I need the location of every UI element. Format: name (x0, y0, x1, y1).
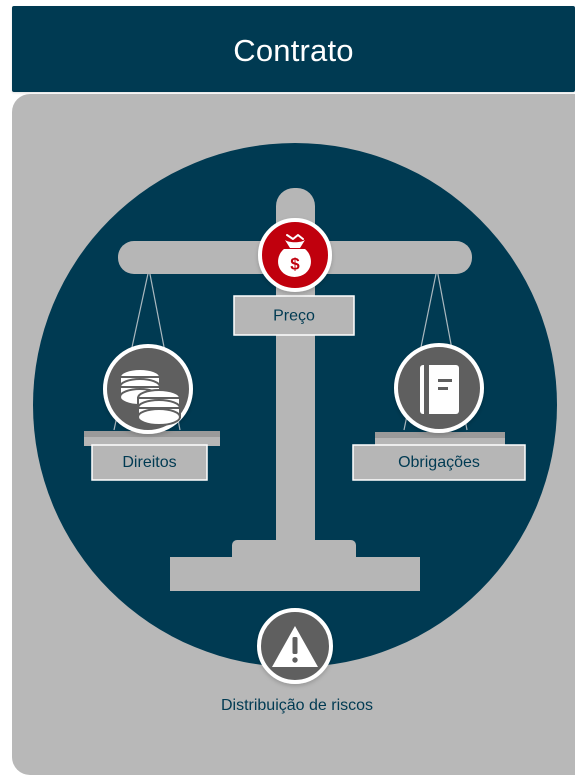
rights-label-box: Direitos (91, 444, 208, 481)
coins-icon (119, 368, 181, 426)
price-label: Preço (273, 308, 315, 325)
right-pan-top (375, 432, 505, 439)
risk-distribution-label: Distribuição de riscos (220, 697, 374, 714)
contract-header: Contrato (12, 6, 575, 92)
scale-lower-base (170, 557, 420, 591)
risk-icon-group (257, 608, 333, 684)
obligations-label-box: Obrigações (352, 444, 526, 481)
svg-text:$: $ (290, 254, 300, 273)
price-icon-group: $ (258, 218, 332, 292)
money-bag-icon: $ (278, 234, 311, 277)
price-label-box: Preço (233, 295, 355, 336)
obligations-icon-group (394, 343, 484, 433)
left-pan-top (84, 431, 220, 438)
left-pan-shelf (84, 437, 220, 446)
warning-icon (272, 626, 318, 667)
rights-icon-group (103, 344, 193, 434)
right-pan-shelf (375, 438, 505, 446)
rights-label: Direitos (122, 454, 176, 471)
contract-title: Contrato (233, 32, 354, 68)
book-icon (420, 365, 459, 414)
obligations-label: Obrigações (398, 454, 480, 471)
